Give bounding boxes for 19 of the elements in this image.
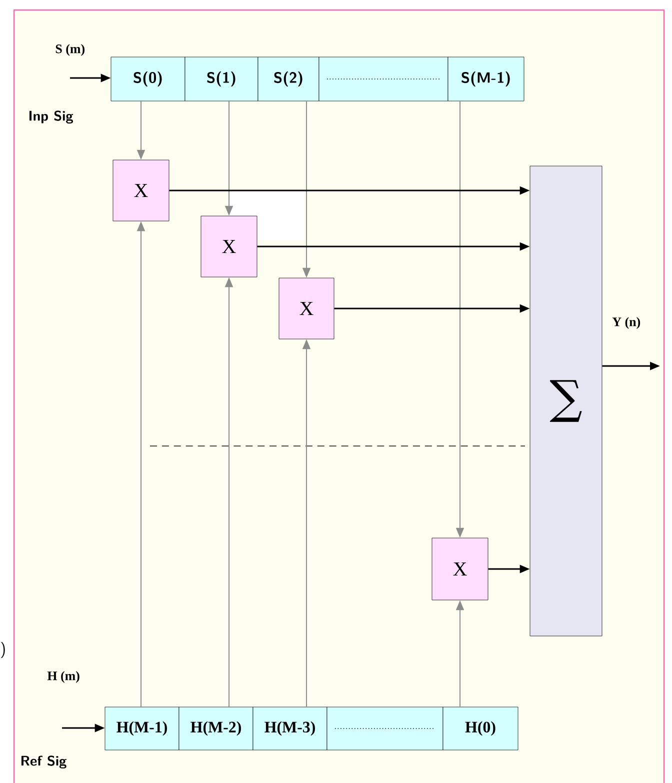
register-cell: H(M-1) (104, 706, 180, 750)
multiplier-box: X (112, 160, 170, 222)
register-cell: S(2) (258, 56, 320, 102)
multiplier-box: X (432, 538, 488, 600)
register-cell: S(0) (110, 56, 186, 102)
multiplier-box: X (200, 216, 258, 278)
summation-box: ∑ (530, 166, 602, 636)
register-cell: H(M-2) (178, 706, 254, 750)
text-label: Ref Sig (21, 756, 66, 768)
text-label: Inp Sig (29, 110, 74, 124)
text-label: S (m) (56, 44, 84, 56)
register-cell: S(M-1) (448, 56, 524, 102)
multiplier-box: X (278, 278, 334, 340)
register-cell (326, 706, 444, 750)
register-cell: H(M-3) (252, 706, 328, 750)
text-label: H (m) (47, 671, 80, 683)
register-cell: S(1) (184, 56, 258, 102)
text-label: ) (1, 642, 5, 658)
register-cell: H(0) (442, 706, 518, 750)
